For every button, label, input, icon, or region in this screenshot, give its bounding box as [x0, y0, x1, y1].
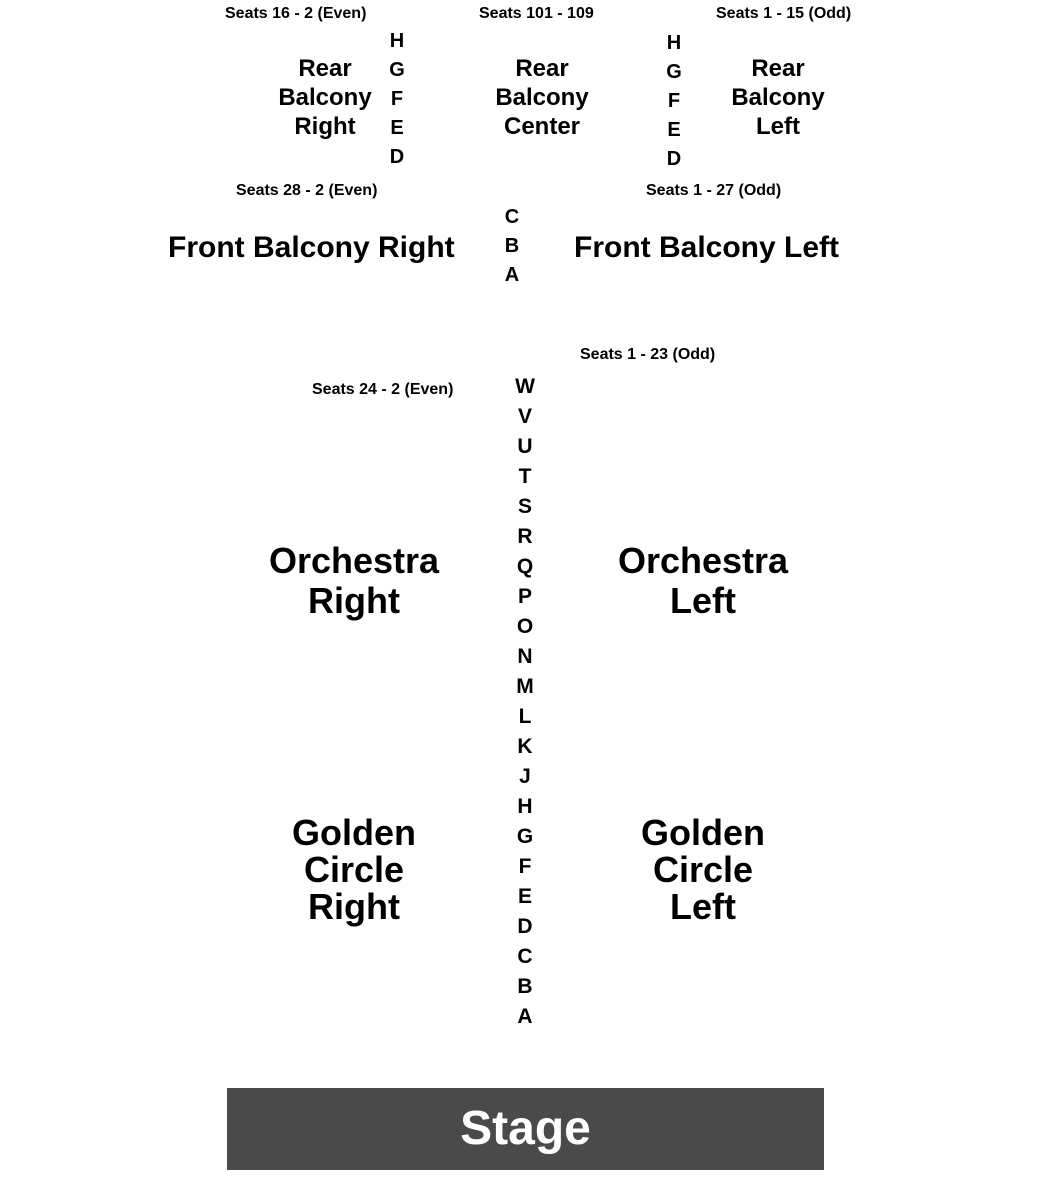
row-letter: J [519, 765, 531, 788]
row-letter: P [517, 585, 532, 608]
row-letter: Q [516, 555, 534, 578]
row-letter: F [390, 88, 404, 110]
section-front-balcony-left[interactable]: Front Balcony Left [574, 231, 840, 264]
seat-range-front-left: Seats 1 - 27 (Odd) [646, 182, 782, 199]
section-label-line: Golden [641, 812, 765, 853]
row-letter: W [515, 375, 535, 398]
seat-range-orchestra-right: Seats 24 - 2 (Even) [312, 381, 454, 398]
section-label-line: Right [308, 886, 400, 927]
section-orchestra-right[interactable]: Orchestra Right [234, 541, 474, 621]
section-golden-circle-right[interactable]: Golden Circle Right [234, 814, 474, 925]
section-label-line: Left [670, 580, 736, 621]
row-letter: F [518, 855, 532, 878]
row-letter: M [516, 675, 534, 698]
section-label-line: Left [756, 113, 800, 140]
section-label-line: Rear [515, 55, 569, 82]
section-rear-balcony-center[interactable]: Rear Balcony Center [462, 54, 622, 141]
row-letter: A [504, 264, 520, 286]
row-letter: G [666, 61, 682, 83]
section-rear-balcony-right[interactable]: Rear Balcony Right [245, 54, 405, 141]
seat-range-front-right: Seats 28 - 2 (Even) [236, 182, 378, 199]
section-label-line: Rear [298, 55, 352, 82]
seat-range-rear-right: Seats 16 - 2 (Even) [225, 5, 367, 22]
rows-front-balcony: C B A [497, 203, 527, 290]
row-letter: E [390, 117, 404, 139]
row-letter: D [666, 148, 682, 170]
section-label-line: Balcony [278, 84, 372, 111]
row-letter: E [667, 119, 681, 141]
row-letter: H [666, 32, 682, 54]
row-letter: H [389, 30, 405, 52]
section-label-line: Right [294, 113, 356, 140]
row-letter: S [517, 495, 532, 518]
row-letter: G [516, 825, 534, 848]
row-letter: D [389, 146, 405, 168]
row-letter: G [389, 59, 405, 81]
row-letter: F [667, 90, 681, 112]
row-letter: B [517, 975, 533, 998]
seat-range-orchestra-left: Seats 1 - 23 (Odd) [580, 346, 716, 363]
section-label-line: Circle [652, 849, 754, 890]
rows-rear-right: H G F E D [382, 27, 412, 172]
row-letter: U [517, 435, 533, 458]
section-label-line: Center [503, 113, 581, 140]
section-orchestra-left[interactable]: Orchestra Left [583, 541, 823, 621]
section-label-line: Right [308, 580, 400, 621]
section-label-line: Balcony [731, 84, 825, 111]
section-front-balcony-right[interactable]: Front Balcony Right [168, 231, 455, 264]
section-label-line: Rear [751, 55, 805, 82]
section-label-line: Balcony [495, 84, 589, 111]
row-letter: C [504, 206, 520, 228]
section-label-line: Orchestra [268, 540, 440, 581]
row-letter: D [517, 915, 533, 938]
section-label-line: Golden [292, 812, 416, 853]
row-letter: H [517, 795, 533, 818]
section-label-line: Circle [303, 849, 405, 890]
row-letter: A [517, 1005, 533, 1028]
row-letter: B [504, 235, 520, 257]
row-letter: V [517, 405, 532, 428]
row-letter: T [518, 465, 532, 488]
rows-orchestra: W V U T S R Q P O N M L K J H G F E D C … [510, 372, 540, 1032]
row-letter: L [518, 705, 532, 728]
row-letter: C [517, 945, 533, 968]
section-label-line: Orchestra [617, 540, 789, 581]
section-label-line: Left [670, 886, 736, 927]
row-letter: O [516, 615, 534, 638]
row-letter: R [517, 525, 533, 548]
section-rear-balcony-left[interactable]: Rear Balcony Left [698, 54, 858, 141]
seat-range-rear-center: Seats 101 - 109 [479, 5, 594, 22]
row-letter: K [517, 735, 533, 758]
row-letter: E [517, 885, 532, 908]
section-golden-circle-left[interactable]: Golden Circle Left [583, 814, 823, 925]
rows-rear-left: H G F E D [659, 29, 689, 174]
seat-range-rear-left: Seats 1 - 15 (Odd) [716, 5, 852, 22]
stage: Stage [227, 1088, 824, 1170]
row-letter: N [517, 645, 533, 668]
